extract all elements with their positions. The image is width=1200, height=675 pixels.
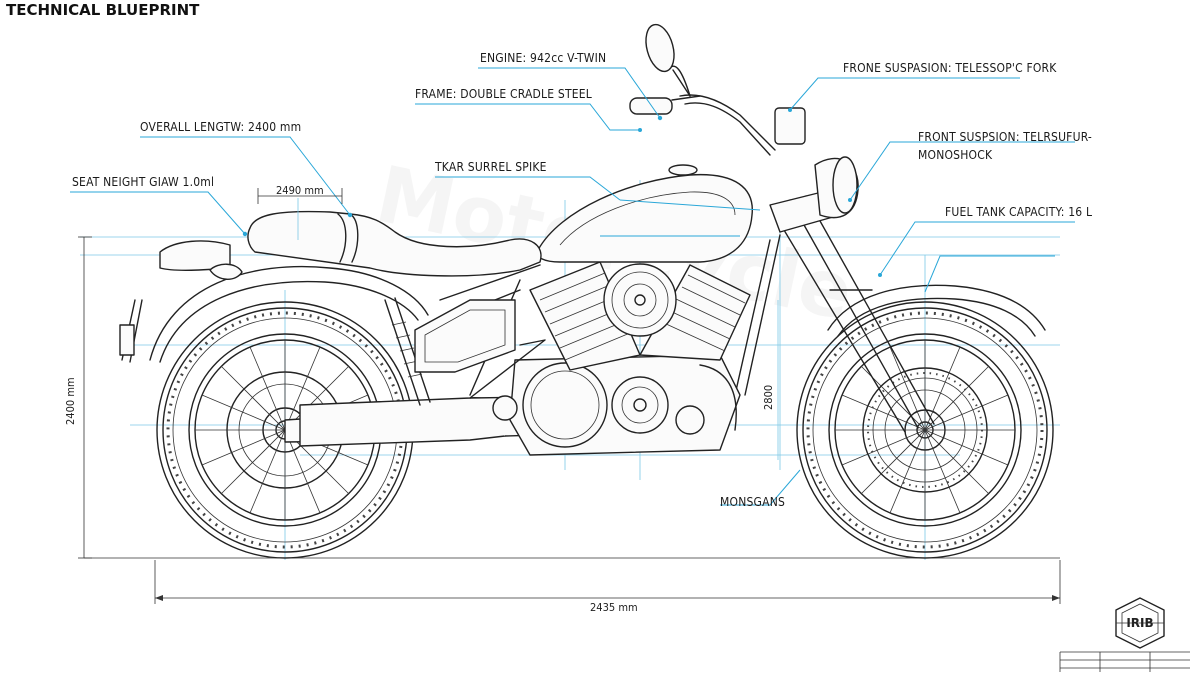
dimension-wheelbase: 2435 mm xyxy=(590,601,638,614)
tail-section xyxy=(119,240,243,363)
dimension-lines xyxy=(78,188,1061,604)
callout-overall-length: OVERALL LENGTW: 2400 mm xyxy=(140,120,301,134)
fuel-tank xyxy=(536,164,753,263)
stamp-text: IRIB xyxy=(1126,616,1153,630)
dimension-mid: 2800 xyxy=(762,385,775,410)
title-block xyxy=(1059,651,1190,672)
front-end xyxy=(629,23,966,471)
fenders xyxy=(149,265,1046,363)
callout-engine: ENGINE: 942cc V-TWIN xyxy=(480,51,606,65)
callout-seat-height: SEAT NEIGHT GIAW 1.0ml xyxy=(72,175,214,189)
callout-front-suspension-1: FRONE SUSPASION: TELESSOP'C FORK xyxy=(843,61,1057,75)
stamp-logo: IRIB xyxy=(1115,597,1165,649)
blueprint-title: TECHNICAL BLUEPRINT xyxy=(6,1,200,19)
dimension-height: 2400 mm xyxy=(64,377,77,425)
front-wheel xyxy=(796,301,1054,559)
leader-lines xyxy=(70,67,1075,506)
seat xyxy=(247,210,542,277)
callout-fuel-tank: FUEL TANK CAPACITY: 16 L xyxy=(945,205,1092,219)
engine xyxy=(469,261,751,456)
callout-front-suspension-2-line2: MONOSHOCK xyxy=(918,148,993,162)
callout-rear-suspension: TKAR SURREL SPIKE xyxy=(434,160,547,174)
callout-frame: FRAME: DOUBLE CRADLE STEEL xyxy=(415,87,592,101)
dimension-seat: 2490 mm xyxy=(276,184,324,197)
callout-misc: MONSGANS xyxy=(720,495,785,509)
callout-front-suspension-2-line1: FRONT SUSPSION: TELRSUFUR- xyxy=(918,130,1092,144)
